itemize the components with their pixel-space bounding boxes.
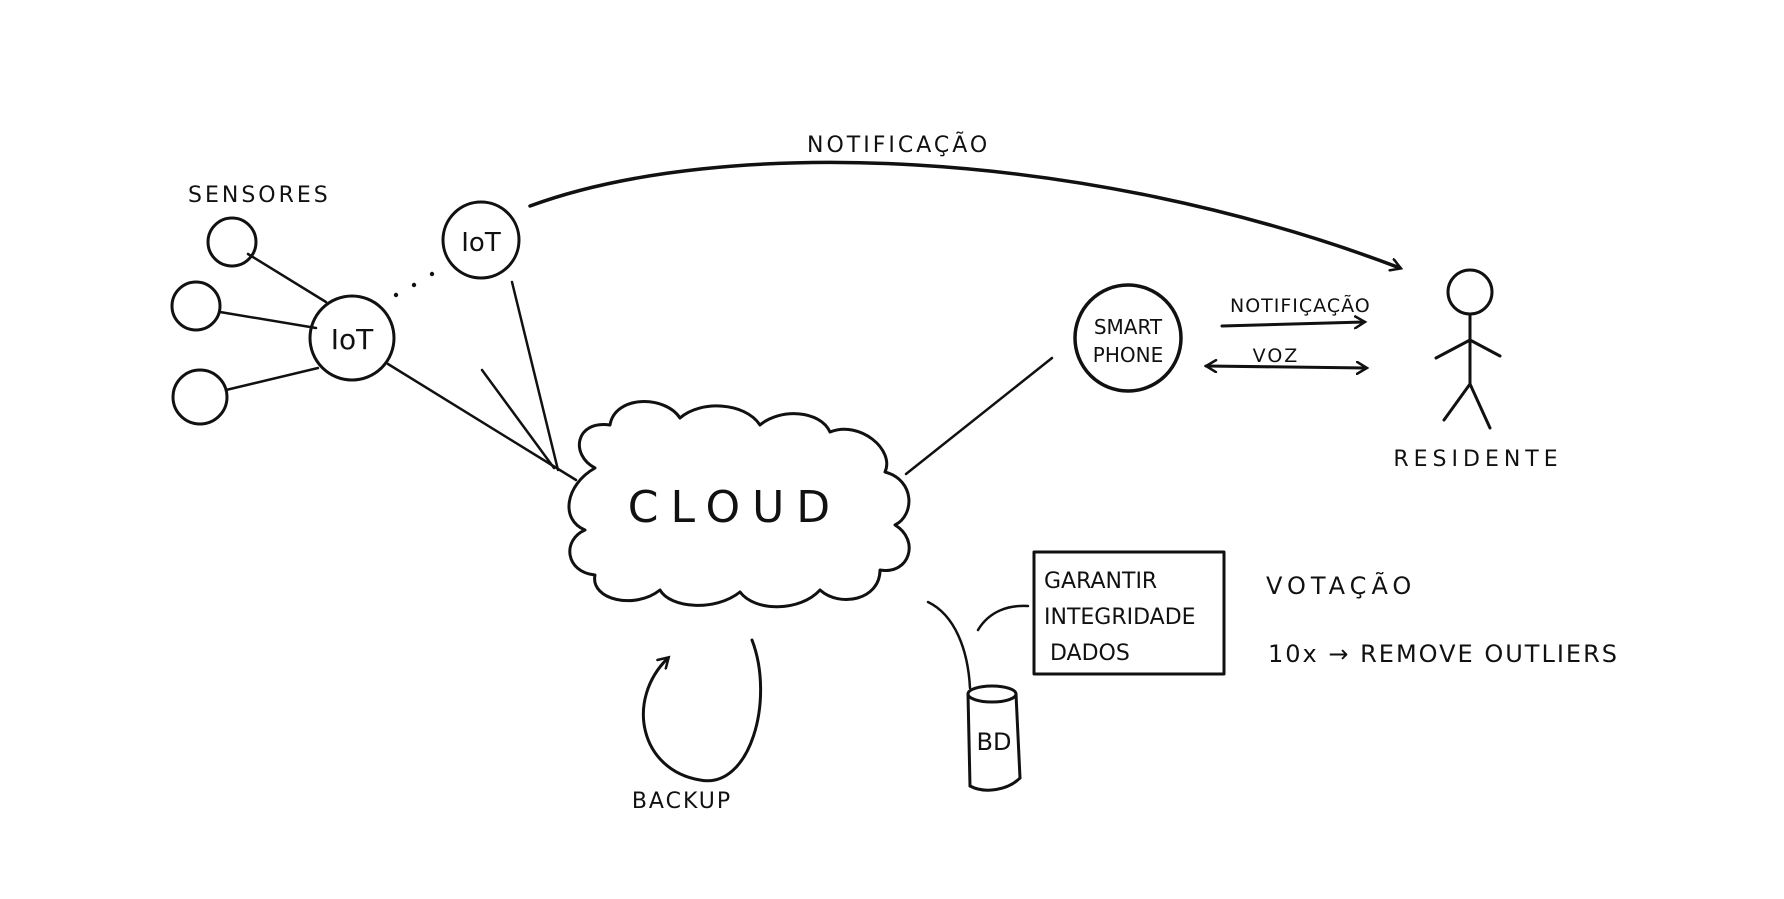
voice-bidirectional-arrow	[1206, 366, 1366, 368]
iot-node: IoT	[441, 200, 521, 280]
smartphone-label-line2: PHONE	[1093, 343, 1163, 367]
sensor-link	[218, 310, 318, 330]
resident: RESIDENTE	[1393, 268, 1562, 472]
integrity-box: GARANTIR INTEGRIDADE DADOS	[1032, 550, 1226, 676]
top-notification: NOTIFICAÇÃO	[528, 131, 1400, 268]
cloud-label: CLOUD	[628, 482, 842, 533]
stick-figure-icon	[1434, 268, 1502, 430]
sensor-node	[171, 368, 229, 426]
backup-label: BACKUP	[632, 789, 732, 814]
database-icon	[966, 684, 1022, 792]
hub-cloud-link	[386, 362, 578, 482]
cloud-smartphone-link	[904, 356, 1054, 476]
notificacao-top-label: NOTIFICAÇÃO	[807, 131, 990, 158]
box-line2: INTEGRIDADE	[1044, 605, 1196, 630]
cloud-bd-link	[926, 600, 972, 690]
sensors-group: SENSORES	[170, 183, 331, 426]
box-line1: GARANTIR	[1044, 569, 1157, 594]
voz-label: VOZ	[1253, 345, 1300, 367]
sensor-link	[224, 366, 320, 392]
backup-loop-arrow	[642, 638, 763, 783]
integrity-box-frame	[1032, 550, 1226, 676]
sensor-node	[170, 280, 222, 332]
node-cloud-link-2	[480, 368, 556, 470]
votacao-label: VOTAÇÃO	[1266, 570, 1416, 600]
iot-hub: IoT	[308, 294, 396, 382]
smartphone-label-line1: SMART	[1094, 315, 1163, 339]
notification-arrow	[528, 160, 1400, 268]
cloud: CLOUD	[567, 400, 911, 609]
node-cloud-link	[510, 280, 560, 472]
voting-notes: VOTAÇÃO 10x → REMOVE OUTLIERS	[1266, 570, 1619, 668]
phone-notification-arrow	[1220, 322, 1364, 326]
iot-hub-circle	[308, 294, 396, 382]
sensor-node	[206, 216, 258, 268]
smartphone: SMART PHONE	[1073, 283, 1183, 393]
box-line3: DADOS	[1050, 641, 1130, 666]
sensor-link	[246, 252, 328, 304]
database: BD	[966, 684, 1022, 792]
outliers-note: 10x → REMOVE OUTLIERS	[1268, 640, 1619, 668]
iot-node-label: IoT	[461, 228, 501, 258]
iot-dotted-link	[393, 271, 435, 298]
sensores-label: SENSORES	[188, 183, 331, 208]
bd-box-link	[976, 604, 1030, 632]
bd-label: BD	[977, 728, 1012, 756]
smartphone-circle	[1073, 283, 1183, 393]
backup: BACKUP	[632, 638, 763, 814]
residente-label: RESIDENTE	[1393, 447, 1562, 472]
phone-resident-links: NOTIFIÇAÇÃO VOZ	[1206, 294, 1371, 368]
iot-node-circle	[441, 200, 521, 280]
iot-hub-label: IoT	[331, 323, 374, 356]
cloud-shape	[567, 400, 911, 609]
notificacao-phone-label: NOTIFIÇAÇÃO	[1230, 294, 1371, 317]
